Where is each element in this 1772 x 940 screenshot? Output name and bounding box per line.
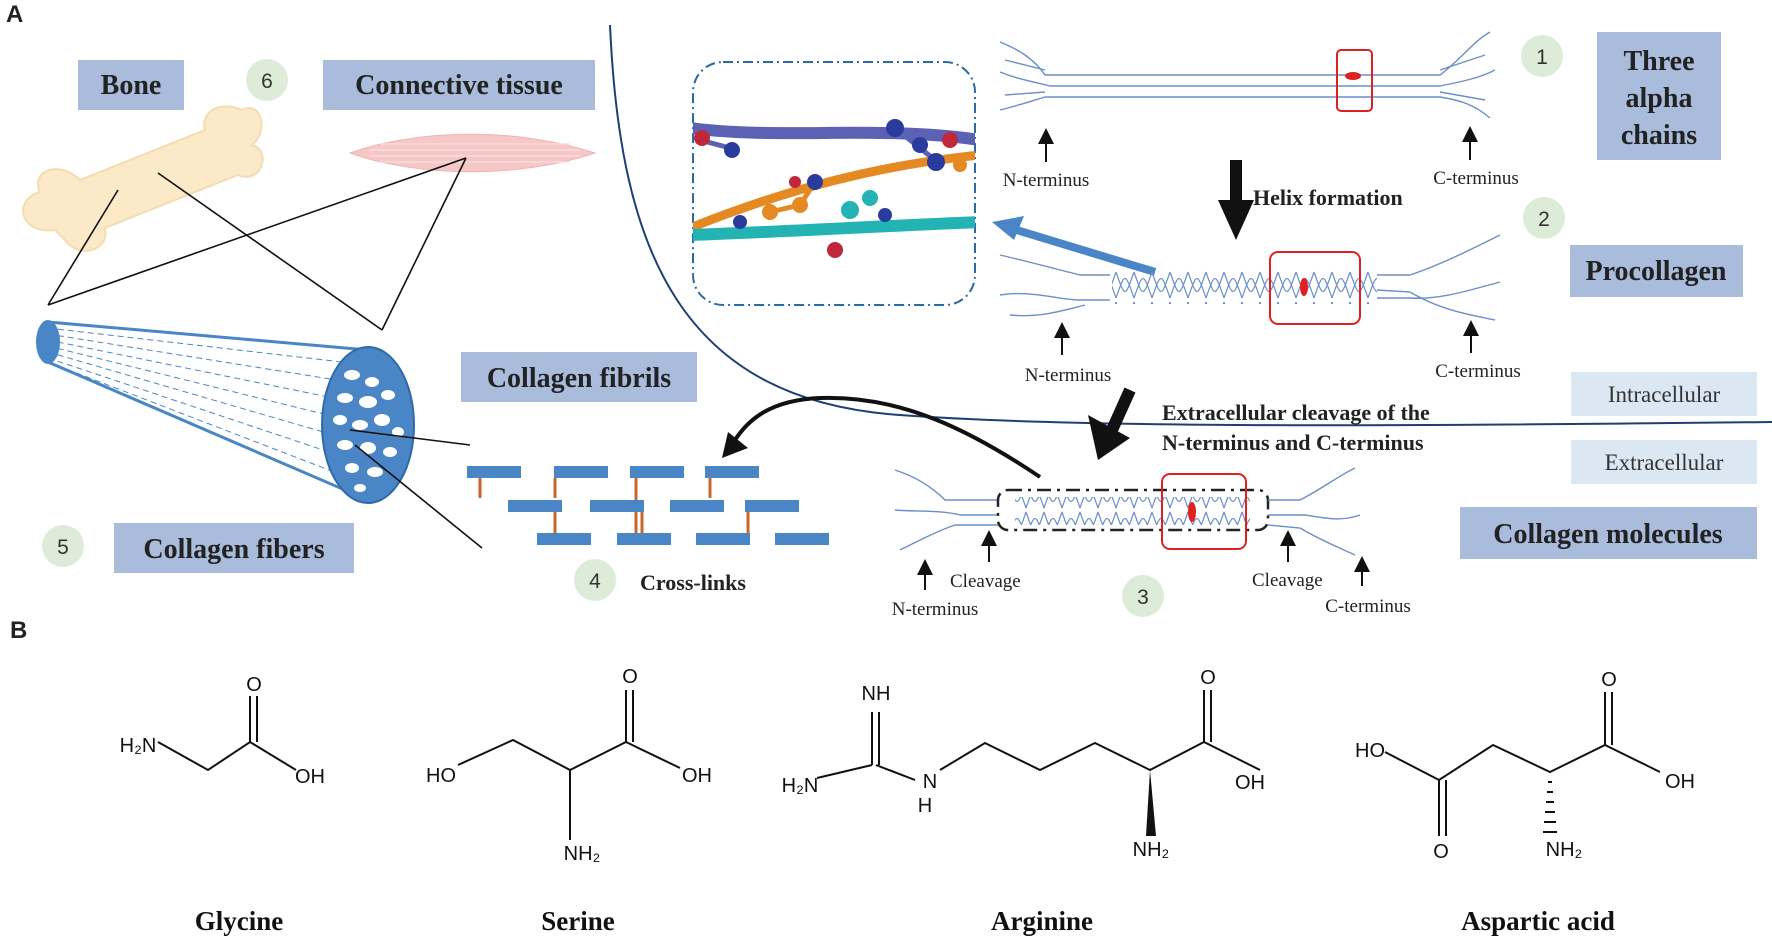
svg-text:4: 4 [589,570,601,593]
helix-formation-label: Helix formation [1253,185,1403,210]
amino-acid-name: Arginine [991,906,1093,936]
svg-text:O: O [1200,667,1216,689]
svg-text:Collagen molecules: Collagen molecules [1493,519,1723,550]
svg-text:OH: OH [1235,772,1265,794]
n-terminus-label: N-terminus [1003,170,1090,191]
svg-text:HO: HO [1355,740,1385,762]
svg-text:O: O [246,674,262,696]
svg-text:H₂N: H₂N [782,775,819,797]
label-extracellular: Extracellular [1571,440,1757,484]
svg-text:2: 2 [1538,208,1550,231]
collagen-fiber-illustration [36,320,415,504]
bone-illustration [22,105,264,252]
step-circle-2: 2 [1523,197,1565,239]
assembly-arrow [722,395,1042,479]
svg-text:Intracellular: Intracellular [1608,382,1721,407]
aspartic-acid-structure: HO O O OH NH₂ [1355,669,1695,863]
svg-text:H: H [918,795,932,817]
cleavage-description-line1: Extracellular cleavage of the [1162,400,1430,425]
label-three-alpha-chains: Three alpha chains [1597,32,1721,160]
svg-text:Procollagen: Procollagen [1585,256,1726,287]
svg-text:Collagen fibers: Collagen fibers [143,534,324,565]
svg-text:6: 6 [261,70,273,93]
zoom-line [354,444,483,549]
svg-text:HO: HO [426,765,456,787]
svg-text:NH₂: NH₂ [564,843,601,865]
collagen-molecule-illustration [894,467,1361,556]
link-line [381,157,467,331]
helix-arrow [1218,160,1254,240]
svg-text:NH: NH [862,683,891,705]
panel-letter-a: A [6,1,23,28]
svg-text:5: 5 [57,536,69,559]
svg-text:Extracellular: Extracellular [1605,450,1724,475]
amino-acid-name: Aspartic acid [1461,906,1615,936]
step-circle-1: 1 [1521,35,1563,77]
label-collagen-molecules: Collagen molecules [1460,507,1757,559]
serine-structure: O OH HO NH₂ [426,666,712,865]
cleavage-label: Cleavage [1252,570,1323,591]
amino-acid-name: Glycine [195,906,284,936]
link-line [157,172,383,331]
link-line [47,157,467,306]
svg-text:OH: OH [1665,771,1695,793]
zoom-line [349,429,471,446]
cleavage-description-line2: N-terminus and C-terminus [1162,430,1424,455]
cross-links-illustration [467,466,829,545]
label-collagen-fibers: Collagen fibers [114,523,354,573]
n-terminus-label: N-terminus [892,599,979,620]
step-circle-6: 6 [246,59,288,101]
amino-acid-name: Serine [541,906,615,936]
label-intracellular: Intracellular [1571,372,1757,416]
three-alpha-chains-illustration [999,31,1496,119]
svg-text:chains: chains [1621,120,1697,151]
svg-text:OH: OH [682,765,712,787]
c-terminus-label: C-terminus [1433,168,1519,189]
label-collagen-fibrils: Collagen fibrils [461,352,697,402]
label-bone: Bone [78,60,184,110]
svg-text:H₂N: H₂N [120,735,157,757]
step-circle-4: 4 [574,559,616,601]
svg-text:1: 1 [1536,46,1548,69]
svg-text:Collagen fibrils: Collagen fibrils [487,363,671,394]
c-terminus-label: C-terminus [1325,596,1411,617]
svg-text:alpha: alpha [1626,83,1693,114]
n-terminus-label: N-terminus [1025,365,1112,386]
cleavage-label: Cleavage [950,571,1021,592]
link-line [47,189,119,306]
svg-text:Three: Three [1623,46,1694,77]
procollagen-illustration [999,234,1501,325]
cleavage-arrow [1088,387,1136,460]
molecular-inset [692,61,976,306]
svg-text:O: O [1433,841,1449,863]
svg-text:3: 3 [1137,586,1149,609]
arginine-structure: NH N H H₂N O OH NH₂ [782,667,1265,861]
svg-text:N: N [923,771,937,793]
svg-text:OH: OH [295,766,325,788]
svg-text:Connective tissue: Connective tissue [355,70,563,101]
glycine-structure: O OH H₂N [120,674,325,788]
svg-text:NH₂: NH₂ [1546,839,1583,861]
panel-letter-b: B [10,617,27,644]
c-terminus-label: C-terminus [1435,361,1521,382]
label-procollagen: Procollagen [1570,245,1743,297]
step-circle-3: 3 [1122,575,1164,617]
zoom-arrow [992,216,1157,276]
label-connective-tissue: Connective tissue [323,60,595,110]
svg-text:O: O [622,666,638,688]
svg-text:O: O [1601,669,1617,691]
connective-tissue-illustration [348,133,597,173]
step-circle-5: 5 [42,525,84,567]
svg-text:Bone: Bone [101,70,162,101]
cross-links-label: Cross-links [640,570,746,595]
svg-text:NH₂: NH₂ [1133,839,1170,861]
